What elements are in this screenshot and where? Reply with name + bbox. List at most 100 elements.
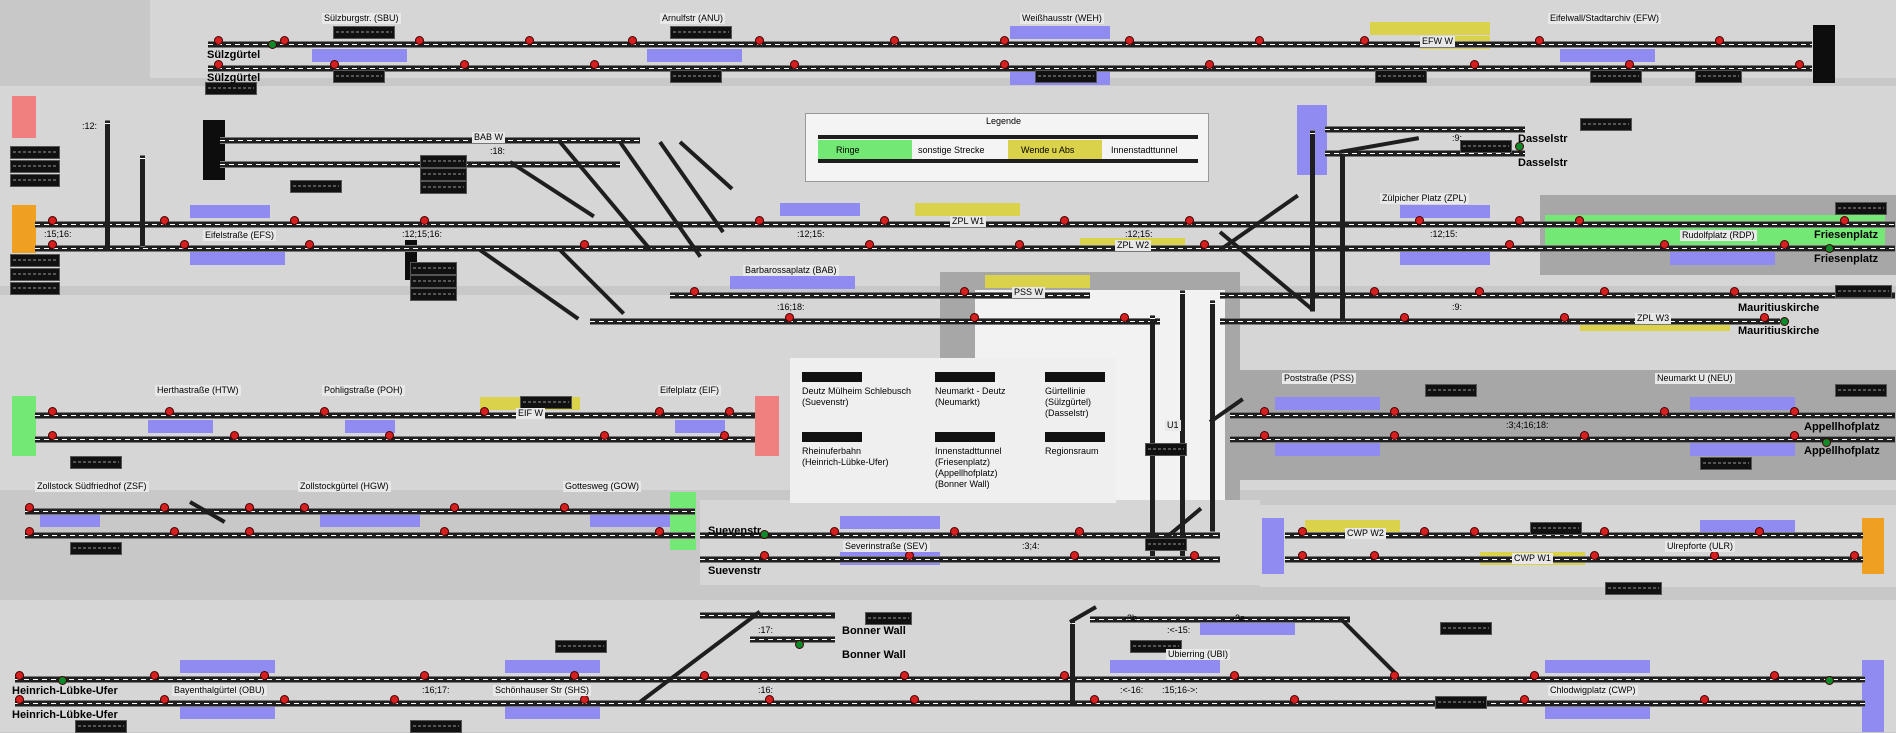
signal[interactable] <box>1660 407 1669 416</box>
signal[interactable] <box>1370 287 1379 296</box>
signal[interactable] <box>1790 431 1799 440</box>
signal[interactable] <box>1530 671 1539 680</box>
signal[interactable] <box>790 60 799 69</box>
signal[interactable] <box>1000 36 1009 45</box>
signal[interactable] <box>1390 407 1399 416</box>
signal[interactable] <box>655 527 664 536</box>
train-display[interactable] <box>1835 285 1892 298</box>
signal[interactable] <box>1790 407 1799 416</box>
signal[interactable] <box>655 407 664 416</box>
signal[interactable] <box>260 671 269 680</box>
signal[interactable] <box>214 60 223 69</box>
train-display[interactable] <box>10 174 60 187</box>
signal[interactable] <box>420 216 429 225</box>
signal[interactable] <box>1185 216 1194 225</box>
signal[interactable] <box>760 551 769 560</box>
signal[interactable] <box>1795 60 1804 69</box>
train-display[interactable] <box>10 282 60 295</box>
train-display[interactable] <box>290 180 342 193</box>
signal[interactable] <box>1000 60 1009 69</box>
signal[interactable] <box>1230 671 1239 680</box>
signal[interactable] <box>1780 240 1789 249</box>
signal[interactable] <box>525 36 534 45</box>
train-display[interactable] <box>410 275 457 288</box>
signal[interactable] <box>1600 527 1609 536</box>
signal[interactable] <box>1535 36 1544 45</box>
train-display[interactable] <box>520 396 572 409</box>
signal[interactable] <box>450 503 459 512</box>
signal[interactable] <box>1660 240 1669 249</box>
signal[interactable] <box>1260 431 1269 440</box>
signal[interactable] <box>1070 551 1079 560</box>
signal-green[interactable] <box>1780 317 1789 326</box>
signal[interactable] <box>160 503 169 512</box>
train-display[interactable] <box>555 640 607 653</box>
signal-green[interactable] <box>795 640 804 649</box>
signal[interactable] <box>1625 60 1634 69</box>
signal[interactable] <box>305 240 314 249</box>
signal[interactable] <box>905 551 914 560</box>
signal[interactable] <box>628 36 637 45</box>
signal[interactable] <box>245 527 254 536</box>
signal[interactable] <box>600 431 609 440</box>
train-display[interactable] <box>420 181 467 194</box>
train-display[interactable] <box>70 456 122 469</box>
signal[interactable] <box>170 527 179 536</box>
signal[interactable] <box>950 527 959 536</box>
signal[interactable] <box>890 36 899 45</box>
signal[interactable] <box>230 431 239 440</box>
signal[interactable] <box>1575 216 1584 225</box>
signal[interactable] <box>1850 551 1859 560</box>
signal[interactable] <box>1475 287 1484 296</box>
train-display[interactable] <box>1605 582 1662 595</box>
signal[interactable] <box>180 240 189 249</box>
signal[interactable] <box>290 216 299 225</box>
signal[interactable] <box>910 695 919 704</box>
signal[interactable] <box>1770 671 1779 680</box>
info-display[interactable] <box>935 372 995 382</box>
signal[interactable] <box>1415 216 1424 225</box>
signal[interactable] <box>1015 240 1024 249</box>
train-display[interactable] <box>10 268 60 281</box>
signal[interactable] <box>1840 216 1849 225</box>
signal[interactable] <box>415 36 424 45</box>
train-display[interactable] <box>205 82 257 95</box>
train-display[interactable] <box>410 720 462 733</box>
signal-green[interactable] <box>1825 676 1834 685</box>
train-display[interactable] <box>410 288 457 301</box>
signal[interactable] <box>1125 36 1134 45</box>
signal[interactable] <box>1505 240 1514 249</box>
train-display[interactable] <box>1835 202 1887 215</box>
signal[interactable] <box>830 527 839 536</box>
train-display[interactable] <box>1700 457 1752 470</box>
signal[interactable] <box>1520 695 1529 704</box>
signal[interactable] <box>570 671 579 680</box>
signal[interactable] <box>160 695 169 704</box>
signal[interactable] <box>48 240 57 249</box>
signal[interactable] <box>330 60 339 69</box>
signal[interactable] <box>725 407 734 416</box>
signal[interactable] <box>580 695 589 704</box>
signal[interactable] <box>1420 527 1429 536</box>
signal[interactable] <box>1580 431 1589 440</box>
train-display[interactable] <box>1145 538 1187 551</box>
info-display[interactable] <box>1045 372 1105 382</box>
train-display[interactable] <box>420 168 467 181</box>
signal[interactable] <box>280 695 289 704</box>
signal[interactable] <box>1360 36 1369 45</box>
signal-green[interactable] <box>1825 244 1834 253</box>
info-display[interactable] <box>1045 432 1105 442</box>
train-display[interactable] <box>70 542 122 555</box>
signal[interactable] <box>48 431 57 440</box>
signal[interactable] <box>900 671 909 680</box>
signal[interactable] <box>1715 36 1724 45</box>
signal[interactable] <box>1370 551 1379 560</box>
signal[interactable] <box>1515 216 1524 225</box>
signal-green[interactable] <box>1822 438 1831 447</box>
train-display[interactable] <box>10 160 60 173</box>
signal[interactable] <box>48 216 57 225</box>
signal[interactable] <box>1755 527 1764 536</box>
signal[interactable] <box>150 671 159 680</box>
signal[interactable] <box>1700 695 1709 704</box>
signal-green[interactable] <box>58 676 67 685</box>
